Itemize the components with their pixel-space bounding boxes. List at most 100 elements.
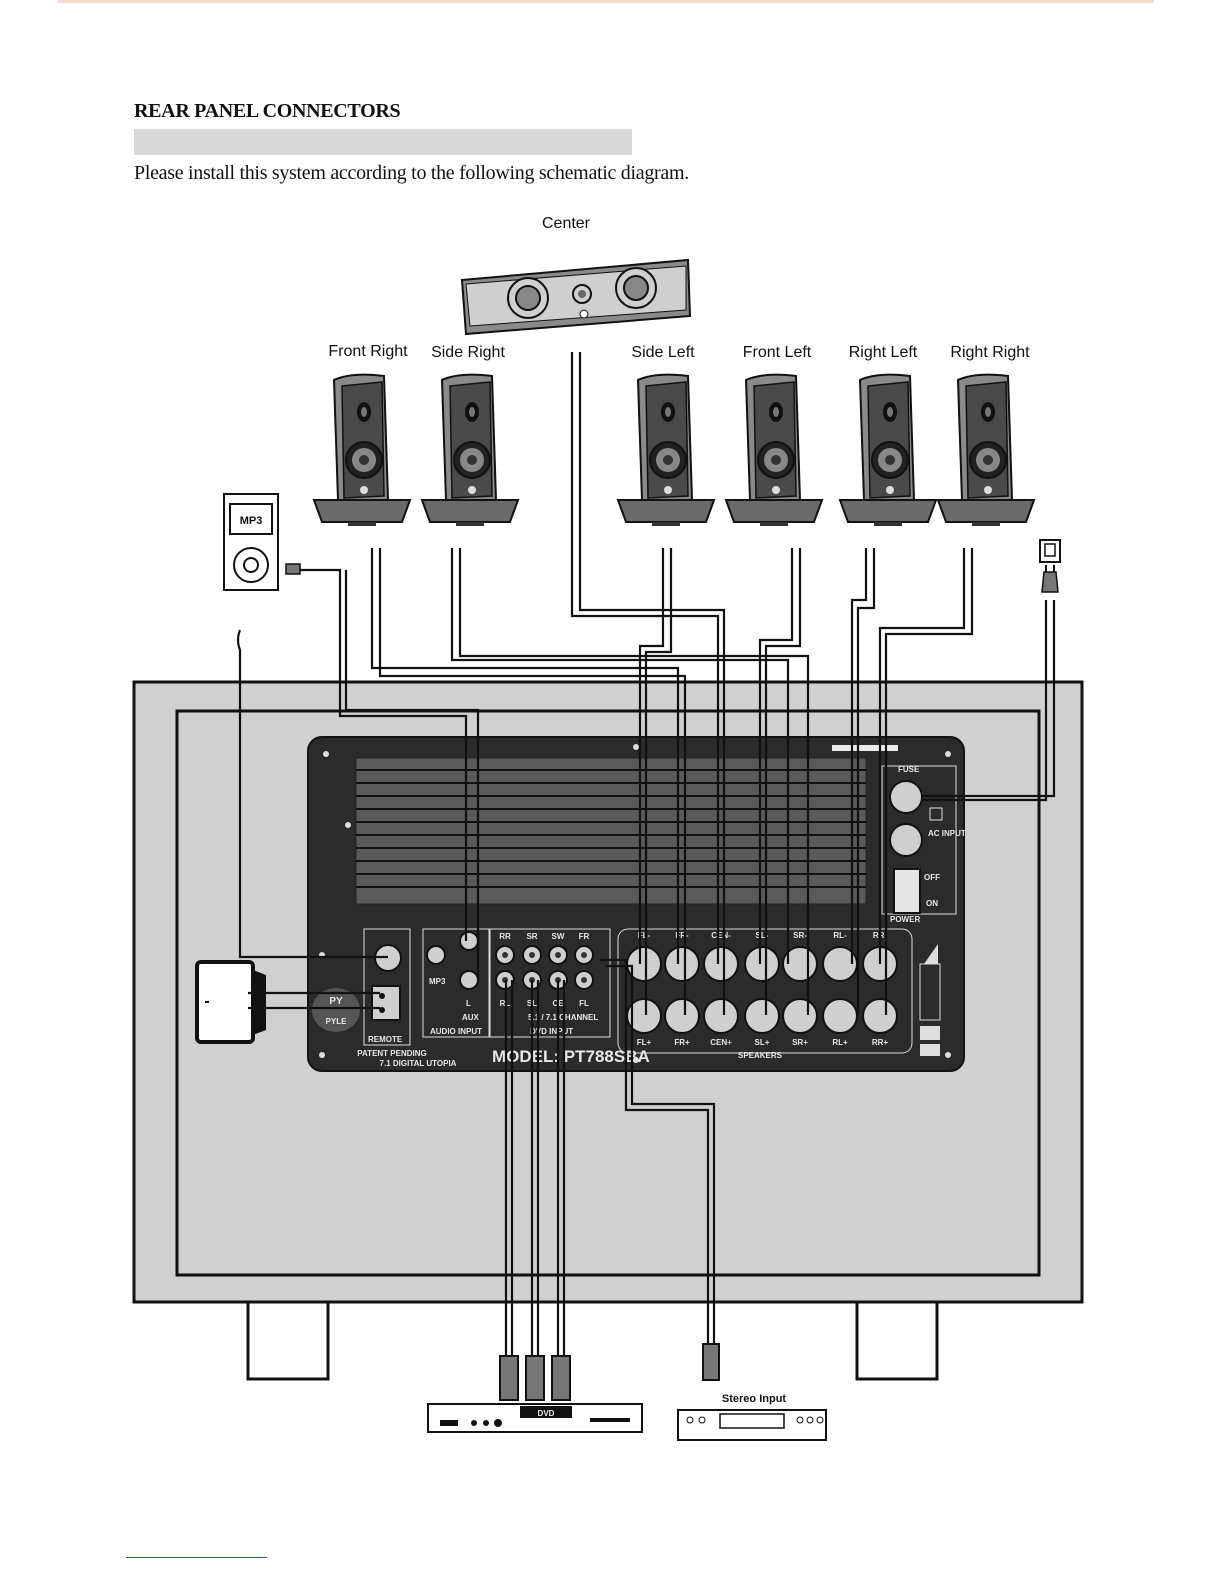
terminal-label-pos: SL+	[755, 1038, 770, 1047]
serial-label	[832, 745, 898, 751]
right-left-speaker	[839, 373, 937, 527]
double-insulation-icon	[929, 807, 943, 821]
rca-plugs	[499, 1343, 720, 1401]
dvd-input-label-sr: SR	[526, 932, 537, 941]
jack-pin	[581, 952, 587, 958]
aux-r-jack[interactable]	[459, 931, 479, 951]
terminal-label-neg: SL-	[756, 931, 769, 940]
svg-text:PY: PY	[329, 996, 343, 1007]
jack-pin	[502, 952, 508, 958]
terminal-label-pos: FL+	[637, 1038, 652, 1047]
mp3-input-label: MP3	[429, 977, 446, 986]
warning-triangle-icon	[924, 944, 938, 964]
aux-l-label: L	[466, 999, 471, 1008]
speaker-terminal-pos[interactable]	[782, 998, 818, 1034]
right-right-speaker	[937, 373, 1035, 527]
heatsink-fins	[356, 769, 866, 888]
dvd-input-label-sw: SW	[552, 932, 565, 941]
page-title: REAR PANEL CONNECTORS	[134, 100, 401, 122]
terminal-label-pos: RR+	[872, 1038, 889, 1047]
mp3-player: MP3	[223, 493, 301, 591]
speakers-label: SPEAKERS	[738, 1051, 783, 1060]
cabinet-inner-border	[175, 709, 1041, 1277]
speaker-cables	[370, 352, 974, 1015]
center-speaker	[460, 258, 692, 336]
remote-section	[363, 928, 411, 1046]
dvd-input-label-fr: FR	[579, 932, 590, 941]
speaker-terminal-pos[interactable]	[862, 998, 898, 1034]
fuse-label: FUSE	[898, 765, 920, 774]
jack-pin	[529, 952, 535, 958]
speaker-terminal-neg[interactable]	[664, 946, 700, 982]
terminal-label-neg: CEN-	[711, 931, 731, 940]
dvd-player-label: DVD	[538, 1409, 555, 1418]
terminal-label-pos: RL+	[832, 1038, 848, 1047]
jack-pin	[581, 977, 587, 983]
remote-label: REMOTE	[368, 1035, 403, 1044]
top-rule	[58, 0, 1154, 3]
stereo-input-label: Stereo Input	[722, 1393, 787, 1405]
terminal-label-neg: FR-	[675, 931, 689, 940]
dvd-input-label-fl: FL	[579, 999, 589, 1008]
side-left-speaker	[617, 373, 715, 527]
on-label: ON	[926, 899, 938, 908]
audio-input-section	[422, 928, 490, 1038]
front-left-label: Front Left	[743, 344, 812, 361]
remote-control-side	[253, 970, 266, 1035]
terminal-label-pos: CEN+	[710, 1038, 732, 1047]
off-label: OFF	[924, 873, 940, 882]
speaker-terminal-neg[interactable]	[744, 946, 780, 982]
ac-input-label: AC INPUT	[928, 829, 966, 838]
cabinet-foot-left	[246, 1300, 330, 1381]
pyle-logo: PY PYLE	[312, 988, 360, 1032]
speaker-terminal-neg[interactable]	[703, 946, 739, 982]
dvd-input-label: DVD INPUT	[530, 1027, 573, 1036]
mp3-jack[interactable]	[426, 945, 446, 965]
right-right-label: Right Right	[950, 344, 1030, 361]
title-bar	[134, 129, 632, 155]
fuse-holder[interactable]	[889, 780, 923, 814]
footer-rule	[126, 1557, 267, 1558]
dvd-player: DVD	[427, 1403, 643, 1433]
front-right-label: Front Right	[328, 343, 408, 360]
stereo-device	[677, 1409, 827, 1441]
input-cables	[236, 568, 1056, 1380]
ac-plug	[1039, 539, 1061, 593]
jack-pin	[555, 952, 561, 958]
power-switch[interactable]	[893, 868, 921, 914]
front-left-speaker	[725, 373, 823, 527]
ac-input-socket[interactable]	[889, 823, 923, 857]
side-left-label: Side Left	[631, 344, 695, 361]
patent-label: PATENT PENDING	[357, 1049, 426, 1058]
center-label: Center	[542, 215, 591, 232]
terminal-label-neg: RL-	[833, 931, 847, 940]
certification-mark	[920, 1044, 940, 1056]
terminal-label-neg: SR-	[793, 931, 807, 940]
side-right-label: Side Right	[431, 344, 505, 361]
aux-label: AUX	[462, 1013, 480, 1022]
aux-l-jack[interactable]	[459, 970, 479, 990]
remote-connector[interactable]	[371, 985, 401, 1021]
heatsink	[355, 757, 867, 905]
dvd-input-label-rr: RR	[499, 932, 511, 941]
terminal-label-pos: FR+	[674, 1038, 690, 1047]
utopia-label: 7.1 DIGITAL UTOPIA	[380, 1059, 457, 1068]
terminal-label-pos: SR+	[792, 1038, 808, 1047]
mp3-screen-label: MP3	[240, 515, 263, 527]
audio-input-label: AUDIO INPUT	[430, 1027, 482, 1036]
terminal-label-neg: FL-	[638, 931, 651, 940]
speaker-terminal-pos[interactable]	[822, 998, 858, 1034]
right-left-label: Right Left	[849, 344, 918, 361]
speaker-terminal-pos[interactable]	[744, 998, 780, 1034]
intro-text: Please install this system according to …	[134, 162, 689, 184]
side-right-speaker	[421, 373, 519, 527]
ce-mark	[920, 1026, 940, 1040]
dvd-input-section	[489, 928, 611, 1038]
cabinet-foot-right	[855, 1300, 939, 1381]
power-label: POWER	[890, 915, 920, 924]
front-right-speaker	[313, 373, 411, 527]
speaker-terminal-pos[interactable]	[703, 998, 739, 1034]
svg-text:PYLE: PYLE	[326, 1017, 348, 1026]
speaker-terminal-pos[interactable]	[664, 998, 700, 1034]
